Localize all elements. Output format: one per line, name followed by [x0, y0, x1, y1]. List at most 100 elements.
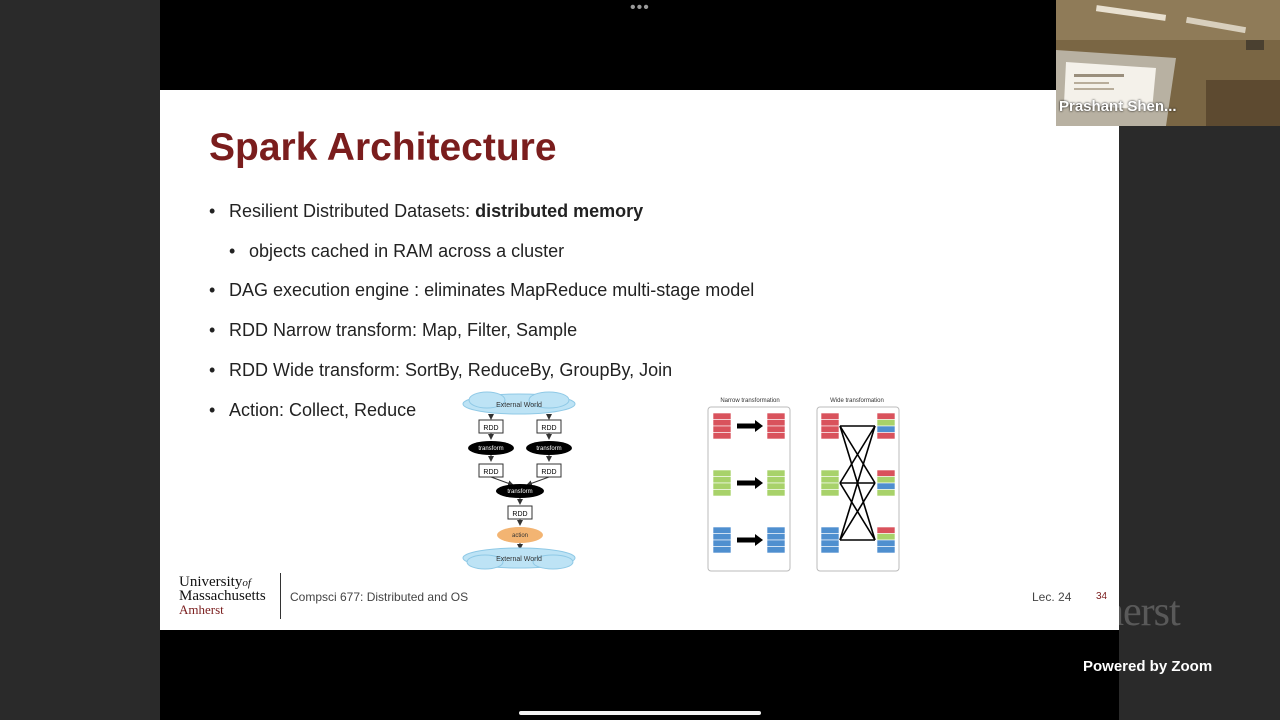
more-dots-icon[interactable]: ••• [630, 0, 650, 16]
partition-row [712, 533, 732, 541]
partition-row [876, 469, 896, 477]
partition-row [876, 533, 896, 541]
cloud-bottom-label: External World [496, 556, 542, 563]
partition-row [876, 489, 896, 497]
left-letterbox [0, 0, 160, 720]
partition-row [820, 482, 840, 490]
partition-row [766, 432, 786, 440]
partition-row [712, 482, 732, 490]
footer-divider [280, 573, 281, 619]
partition-row [820, 432, 840, 440]
arrow-head [755, 420, 763, 432]
shared-slide: Spark Architecture • Resilient Distribut… [160, 90, 1119, 630]
partition-row [766, 425, 786, 433]
rdd-label: RDD [512, 511, 527, 518]
partition-row [820, 469, 840, 477]
bullet-text: Resilient Distributed Datasets: [229, 201, 476, 221]
partition-row [820, 526, 840, 534]
partition-row [876, 526, 896, 534]
partition-row [712, 432, 732, 440]
partition-row [820, 533, 840, 541]
umass-watermark: UMassAmherst [928, 589, 1181, 635]
partition-row [876, 412, 896, 420]
bullet-text: RDD Wide transform: SortBy, ReduceBy, Gr… [229, 360, 673, 380]
participant-video[interactable] [1056, 0, 1280, 126]
logo-line: Massachusetts [179, 588, 266, 604]
partition-row [712, 419, 732, 427]
rdd-label: RDD [483, 425, 498, 432]
bullet-dot: • [209, 400, 216, 420]
bullet-bold-text: distributed memory [475, 201, 644, 221]
bullet-item: • RDD Wide transform: SortBy, ReduceBy, … [209, 359, 673, 381]
dag-diagram: External World RDD RDD transform transfo… [462, 391, 576, 570]
home-indicator[interactable] [519, 711, 761, 715]
partition-row [712, 412, 732, 420]
partition-row [766, 419, 786, 427]
cloud-bottom: External World [462, 547, 576, 570]
partition-row [766, 489, 786, 497]
bullet-dot: • [229, 241, 236, 261]
transform-label: transform [536, 446, 561, 452]
partition-row [712, 469, 732, 477]
partition-row [876, 432, 896, 440]
cloud-top: External World [462, 391, 576, 415]
cloud-top-label: External World [496, 402, 542, 409]
partition-row [712, 425, 732, 433]
bullet-text: Action: Collect, Reduce [229, 400, 417, 420]
transform-label: transform [478, 446, 503, 452]
sub-bullet-item: • objects cached in RAM across a cluster [229, 240, 564, 262]
partition-row [766, 482, 786, 490]
partition-row [876, 539, 896, 547]
narrow-partitions [712, 412, 786, 554]
bullet-item: • DAG execution engine : eliminates MapR… [209, 279, 754, 301]
bullet-dot: • [209, 201, 216, 221]
partition-row [712, 546, 732, 554]
narrow-label: Narrow transformation [720, 398, 779, 404]
partition-row [876, 482, 896, 490]
partition-row [820, 546, 840, 554]
powered-by-label: Powered by Zoom [1083, 658, 1213, 675]
partition-row [766, 476, 786, 484]
partition-row [820, 419, 840, 427]
bullet-item: • Action: Collect, Reduce [209, 399, 417, 421]
action-node [497, 527, 543, 543]
bullet-item: • Resilient Distributed Datasets: distri… [209, 200, 644, 222]
rdd-label: RDD [541, 425, 556, 432]
participant-name: Prashant Shen... [1059, 98, 1177, 115]
course-label: Compsci 677: Distributed and OS [290, 590, 469, 604]
partition-row [712, 526, 732, 534]
logo-line: Universityof [179, 574, 251, 590]
transform-diagram: Narrow transformation Wide transformatio… [707, 398, 900, 572]
partition-row [820, 425, 840, 433]
rdd-label: RDD [483, 469, 498, 476]
bullet-item: • RDD Narrow transform: Map, Filter, Sam… [209, 319, 578, 341]
partition-row [712, 489, 732, 497]
transform-node [468, 441, 514, 455]
dependency-arrow [839, 425, 876, 484]
bullet-dot: • [209, 320, 216, 340]
bullet-dot: • [209, 280, 216, 300]
page-number: 34 [1096, 591, 1108, 602]
arrow-head [755, 477, 763, 489]
partition-row [820, 539, 840, 547]
dependency-arrow [839, 482, 876, 541]
top-letterbox [160, 0, 1119, 90]
partition-row [766, 533, 786, 541]
partition-row [766, 469, 786, 477]
arrow-head [755, 534, 763, 546]
rdd-label: RDD [541, 469, 556, 476]
umass-logo: Universityof Massachusetts Amherst [179, 574, 289, 617]
transform-node [496, 484, 544, 498]
partition-row [712, 539, 732, 547]
transform-node [526, 441, 572, 455]
transform-label: transform [507, 489, 532, 495]
partition-row [876, 546, 896, 554]
partition-row [766, 546, 786, 554]
partition-row [766, 412, 786, 420]
slide-title: Spark Architecture [209, 126, 557, 169]
partition-row [876, 425, 896, 433]
partition-row [712, 476, 732, 484]
wide-label: Wide transformation [830, 398, 884, 404]
bullet-text: RDD Narrow transform: Map, Filter, Sampl… [229, 320, 578, 340]
partition-row [876, 419, 896, 427]
